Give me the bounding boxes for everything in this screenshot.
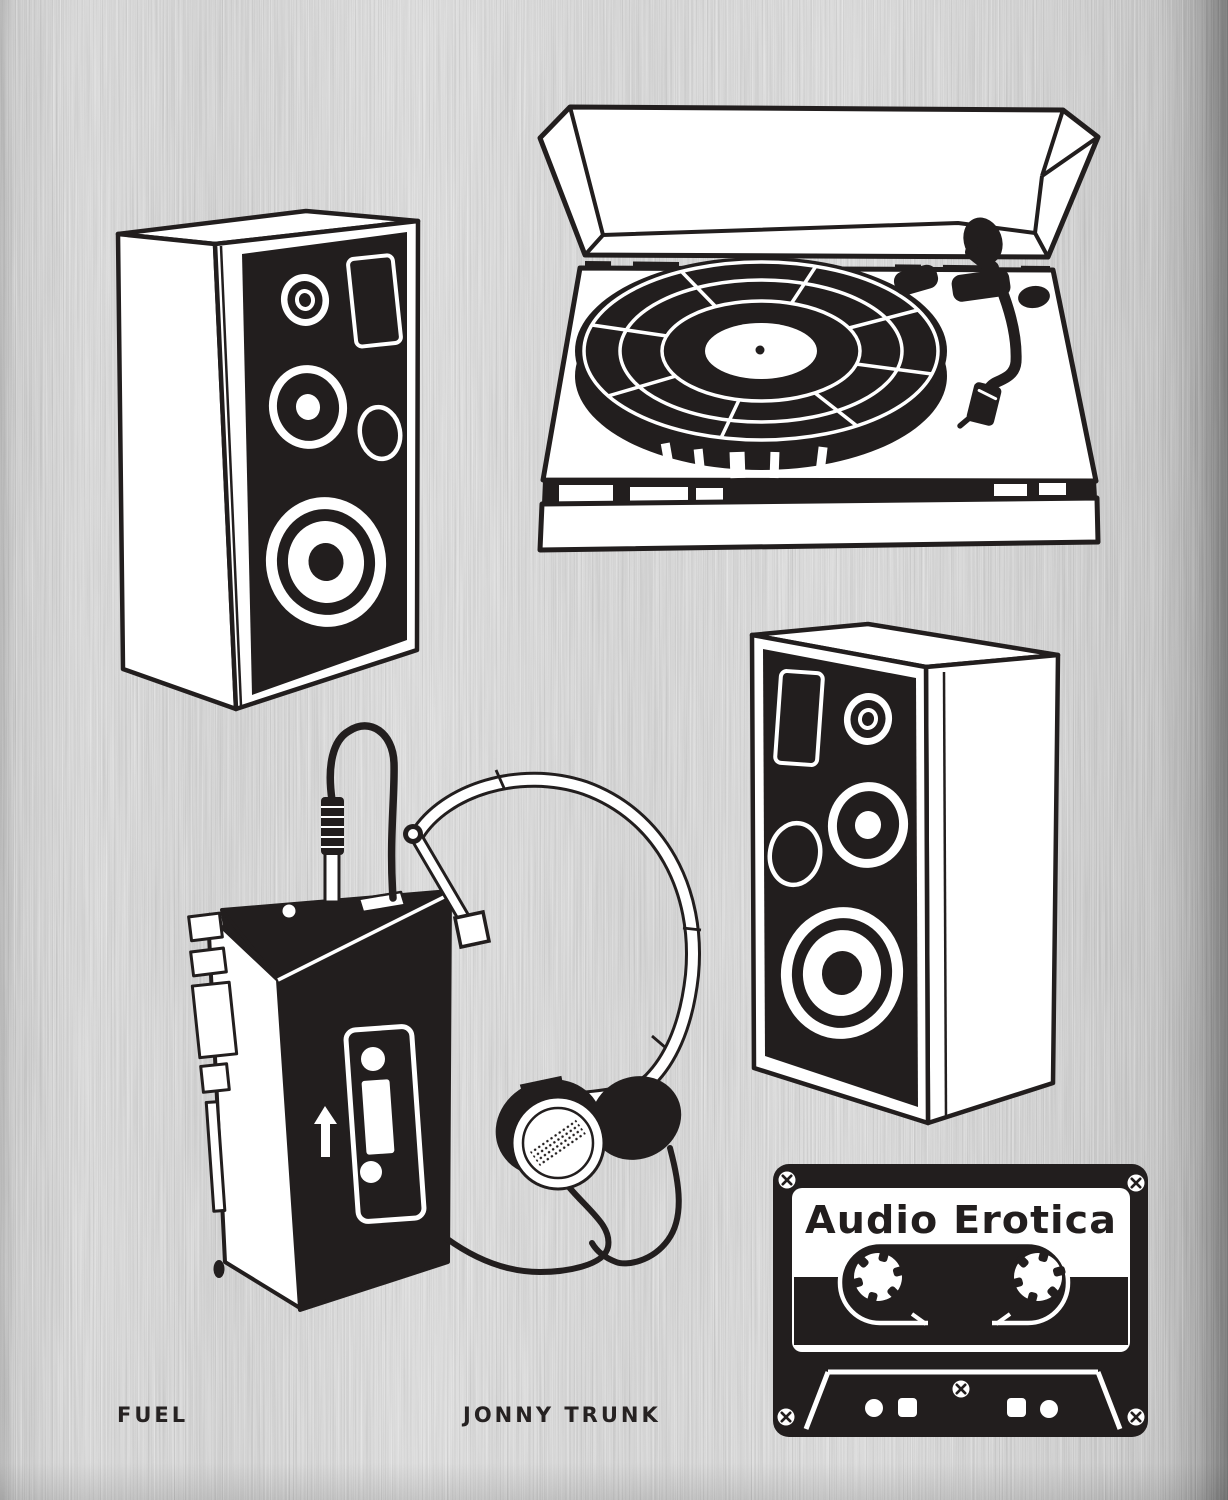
tonearm-pivot (951, 269, 1011, 302)
band-adjuster (452, 909, 492, 950)
screw-icon (1126, 1407, 1146, 1427)
cassette-illustration: Audio Erotica (773, 1164, 1148, 1437)
jack-strain-relief (321, 797, 344, 855)
headphone-cable (326, 722, 398, 902)
strobe-slots (660, 442, 828, 479)
capstan-hole (865, 1399, 883, 1417)
tweeter (843, 693, 893, 745)
midrange-driver (827, 782, 909, 868)
mat-segments (591, 265, 933, 439)
tonearm (893, 217, 1050, 429)
screw-icon (951, 1379, 971, 1399)
front-buttons (559, 483, 1066, 503)
alignment-hole (1007, 1398, 1026, 1417)
screw-icon (776, 1407, 796, 1427)
side-hole (213, 1260, 225, 1278)
direction-arrow-icon (314, 1106, 337, 1157)
port-hole (357, 404, 403, 462)
arm-rest (893, 264, 939, 296)
capstan-hole (1040, 1400, 1058, 1418)
alignment-hole (898, 1398, 917, 1417)
cassette-title-text: Audio Erotica (805, 1198, 1117, 1242)
front-dot (272, 1158, 282, 1168)
port-vent (346, 253, 403, 349)
cartridge (957, 382, 1002, 429)
earcup-cord-left (443, 1183, 612, 1276)
tape-window (837, 1239, 1071, 1326)
publisher-text: FUEL (117, 1403, 188, 1427)
port-hole (767, 820, 823, 888)
cassette-window (343, 1024, 427, 1224)
speaker-left-illustration (115, 208, 421, 712)
turntable-lid (537, 104, 1101, 260)
headphones-illustration (403, 769, 702, 1276)
port-vent (773, 669, 825, 767)
top-screw-hole (282, 904, 296, 918)
tweeter (280, 274, 330, 326)
speaker-right-illustration (749, 621, 1061, 1126)
midrange-driver (268, 365, 348, 449)
platter (575, 257, 947, 479)
transport-buttons (187, 911, 239, 1213)
jack-plug-tip (323, 851, 341, 904)
woofer (780, 907, 904, 1039)
author-text: JONNY TRUNK (461, 1403, 661, 1427)
earcup-rear (590, 1076, 682, 1160)
earcup-grille (529, 1119, 587, 1167)
screw-icon (1126, 1173, 1146, 1193)
screw-icon (777, 1170, 797, 1190)
headband-pivot (408, 829, 418, 839)
turntable-illustration (537, 104, 1101, 553)
headband-ticks (494, 769, 702, 1050)
top-edge-highlight (277, 893, 449, 982)
cassette-base-detail (803, 1369, 1123, 1430)
earcup-cord-right (589, 1145, 682, 1267)
cue-lever (1018, 285, 1050, 309)
spindle (755, 345, 765, 355)
walkman-illustration (187, 722, 452, 1312)
woofer (265, 497, 387, 627)
